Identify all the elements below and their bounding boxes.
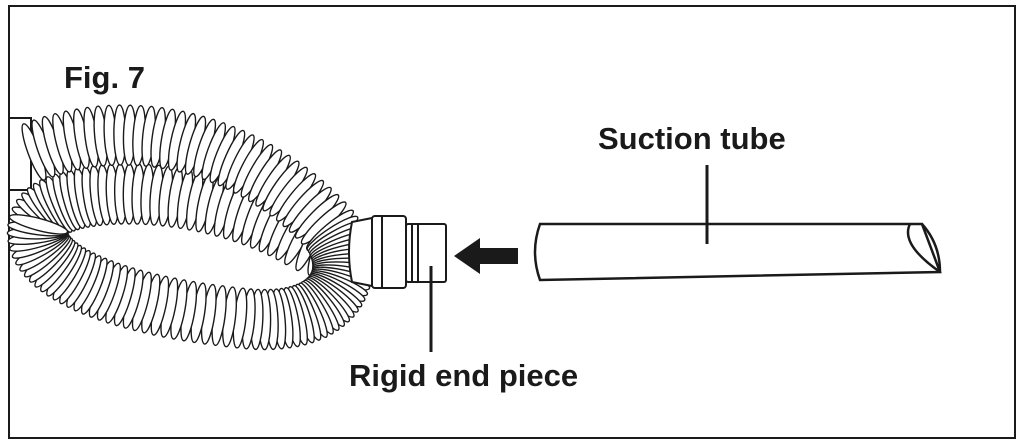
suction-tube	[533, 222, 942, 282]
flexible-hose	[6, 104, 374, 351]
hose-rib	[8, 214, 69, 235]
figure-frame	[8, 5, 1016, 439]
rigid-end-piece	[348, 215, 447, 289]
suction-tube-label: Suction tube	[598, 121, 786, 156]
direction-arrow	[454, 238, 518, 274]
figure-title: Fig. 7	[64, 60, 145, 95]
rigid-end-piece-label: Rigid end piece	[349, 358, 579, 393]
